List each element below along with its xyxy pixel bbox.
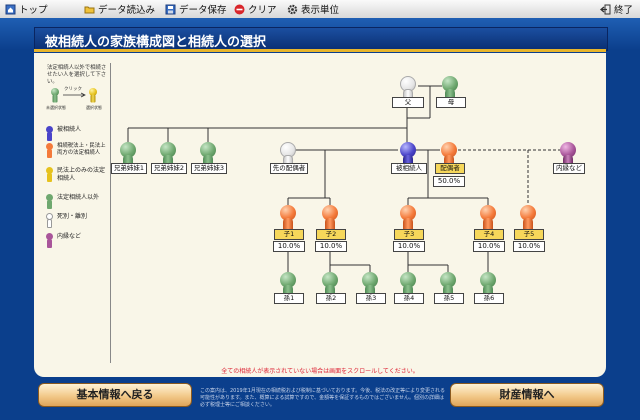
toolbar-save-label: データ保存 <box>179 5 227 16</box>
grandchild-6-label: 孫6 <box>474 293 504 304</box>
legend-item-common-law: 内縁など <box>46 233 110 248</box>
child-5-share: 10.0% <box>513 241 545 252</box>
spouse-share: 50.0% <box>433 176 465 187</box>
child-1-person-icon[interactable] <box>278 205 298 235</box>
unselected-person-icon <box>50 88 60 103</box>
instructions: 法定相続人以外で相続させたい人を選択して下さい。 <box>47 65 107 85</box>
grandchild-1-label: 孫1 <box>274 293 304 304</box>
page-title: 被相続人の家族構成図と相続人の選択 <box>45 35 267 50</box>
spouse-label: 配偶者 <box>435 163 465 174</box>
after-label: 選択状態 <box>86 105 102 110</box>
click-label: クリック <box>64 87 82 92</box>
back-to-basic-info-button[interactable]: 基本情報へ戻る <box>38 383 192 407</box>
child-1-label: 子1 <box>274 229 304 240</box>
toolbar-save-button[interactable]: データ保存 <box>165 2 227 16</box>
legend-item-both-heirs: 相続税法上・民法上両方の法定相続人 <box>46 143 110 158</box>
family-tree-panel: 法定相続人以外で相続させたい人を選択して下さい。 クリック 未選択状態 選択状態… <box>34 53 606 377</box>
toolbar-load-button[interactable]: データ読込み <box>84 2 155 16</box>
toolbar-unit-button[interactable]: 表示単位 <box>287 2 339 16</box>
legend-orange-person-icon <box>46 143 53 158</box>
child-3-label: 子3 <box>394 229 424 240</box>
grandchild-2-label: 孫2 <box>316 293 346 304</box>
child-5-label: 子5 <box>514 229 544 240</box>
sibling-1-label: 兄弟姉妹1 <box>111 163 147 174</box>
father-label: 父 <box>392 97 424 108</box>
exit-label: 終了 <box>614 5 634 16</box>
grandchild-4-label: 孫4 <box>394 293 424 304</box>
child-3-share: 10.0% <box>393 241 425 252</box>
toolbar-top-label: トップ <box>19 5 48 16</box>
legend-item-non-heirs: 法定相続人以外 <box>46 194 110 209</box>
home-icon <box>5 4 16 15</box>
clear-icon <box>234 4 245 15</box>
exit-icon <box>599 4 611 15</box>
toolbar-clear-label: クリア <box>248 5 277 16</box>
before-label: 未選択状態 <box>46 105 66 110</box>
child-2-label: 子2 <box>316 229 346 240</box>
child-4-label: 子4 <box>474 229 504 240</box>
footer-disclaimer: この案内は、2019年1月現在の相続税および税制に基づいております。今後、税法の… <box>200 388 446 408</box>
scroll-note: 全ての相続人が表示されていない場合は画面をスクロールしてください。 <box>221 368 419 375</box>
selected-person-icon <box>88 88 98 103</box>
grandchild-3-label: 孫3 <box>356 293 386 304</box>
exit-button[interactable]: 終了 <box>599 2 634 16</box>
legend-item-divorced: 死別・離別 <box>46 213 110 228</box>
instruction-demo: クリック 未選択状態 選択状態 <box>46 87 106 114</box>
toolbar-top-button[interactable]: トップ <box>5 2 48 16</box>
toolbar: トップ データ読込み データ保存 クリア 表示単位 終了 <box>0 0 640 19</box>
legend-green-person-icon <box>46 194 53 209</box>
legend-item-civil-heirs: 民法上のみの法定相続人 <box>46 167 110 183</box>
deceased-label: 被相続人 <box>391 163 427 174</box>
legend-white-person-icon <box>46 213 53 228</box>
toolbar-clear-button[interactable]: クリア <box>234 2 277 16</box>
legend-purple-person-icon <box>46 233 53 248</box>
prev-spouse-label: 先の配偶者 <box>270 163 308 174</box>
title-accent-line <box>34 49 606 52</box>
folder-open-icon <box>84 4 95 15</box>
child-4-person-icon[interactable] <box>478 205 498 235</box>
partner-label: 内縁など <box>553 163 585 174</box>
toolbar-unit-label: 表示単位 <box>301 5 340 16</box>
to-asset-info-button[interactable]: 財産情報へ <box>450 383 604 407</box>
legend-divider <box>110 63 111 363</box>
grandchild-5-label: 孫5 <box>434 293 464 304</box>
child-1-share: 10.0% <box>273 241 305 252</box>
arrow-right-icon <box>63 92 86 98</box>
sibling-3-label: 兄弟姉妹3 <box>191 163 227 174</box>
legend-item-deceased: 被相続人 <box>46 126 110 141</box>
child-4-share: 10.0% <box>473 241 505 252</box>
legend-blue-person-icon <box>46 126 53 141</box>
save-icon <box>165 4 176 15</box>
child-2-person-icon[interactable] <box>320 205 340 235</box>
child-2-share: 10.0% <box>315 241 347 252</box>
toolbar-load-label: データ読込み <box>98 5 156 16</box>
child-3-person-icon[interactable] <box>398 205 418 235</box>
gear-icon <box>287 4 298 15</box>
legend-yellow-person-icon <box>46 167 53 182</box>
sibling-2-label: 兄弟姉妹2 <box>151 163 187 174</box>
mother-label: 母 <box>436 97 466 108</box>
child-5-person-icon[interactable] <box>518 205 538 235</box>
